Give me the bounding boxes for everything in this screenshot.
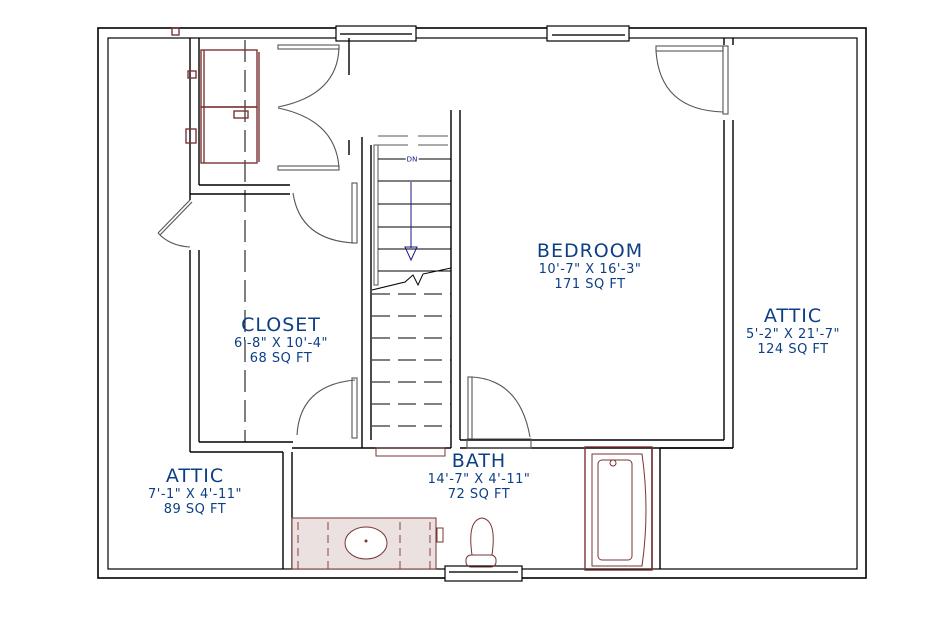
- vanity: [291, 517, 444, 570]
- room-dimensions: 10'-7" X 16'-3": [538, 261, 642, 277]
- room-dimensions: 5'-2" X 21'-7": [745, 326, 841, 342]
- room-name: BATH: [451, 450, 507, 472]
- room-label-closet: CLOSET 6'-8" X 10'-4" 68 SQ FT: [233, 314, 329, 367]
- room-name: ATTIC: [165, 465, 225, 487]
- window-top-right: [546, 25, 630, 42]
- room-name: ATTIC: [763, 305, 823, 327]
- toilet: [465, 517, 497, 568]
- bathtub: [584, 446, 653, 571]
- stairs: [371, 135, 452, 427]
- stairs-down-label: DN: [405, 155, 419, 164]
- washer-dryer: [171, 27, 260, 164]
- room-name: CLOSET: [241, 314, 321, 336]
- room-name: BEDROOM: [536, 240, 644, 262]
- room-label-bath: BATH 14'-7" X 4'-11" 72 SQ FT: [427, 450, 531, 503]
- room-dimensions: 7'-1" X 4'-11": [147, 486, 243, 502]
- window-bottom: [444, 565, 523, 582]
- room-dimensions: 6'-8" X 10'-4": [233, 335, 329, 351]
- room-area: 68 SQ FT: [249, 350, 313, 366]
- room-area: 171 SQ FT: [554, 276, 626, 292]
- window-top-left: [335, 25, 417, 42]
- room-area: 124 SQ FT: [757, 341, 829, 357]
- room-label-attic-right: ATTIC 5'-2" X 21'-7" 124 SQ FT: [745, 305, 841, 358]
- room-area: 72 SQ FT: [447, 486, 511, 502]
- room-dimensions: 14'-7" X 4'-11": [427, 471, 531, 487]
- room-label-bedroom: BEDROOM 10'-7" X 16'-3" 171 SQ FT: [536, 240, 644, 293]
- room-label-attic-left: ATTIC 7'-1" X 4'-11" 89 SQ FT: [147, 465, 243, 518]
- doors: [157, 44, 729, 449]
- room-area: 89 SQ FT: [163, 501, 227, 517]
- bath-shelf: [375, 447, 446, 457]
